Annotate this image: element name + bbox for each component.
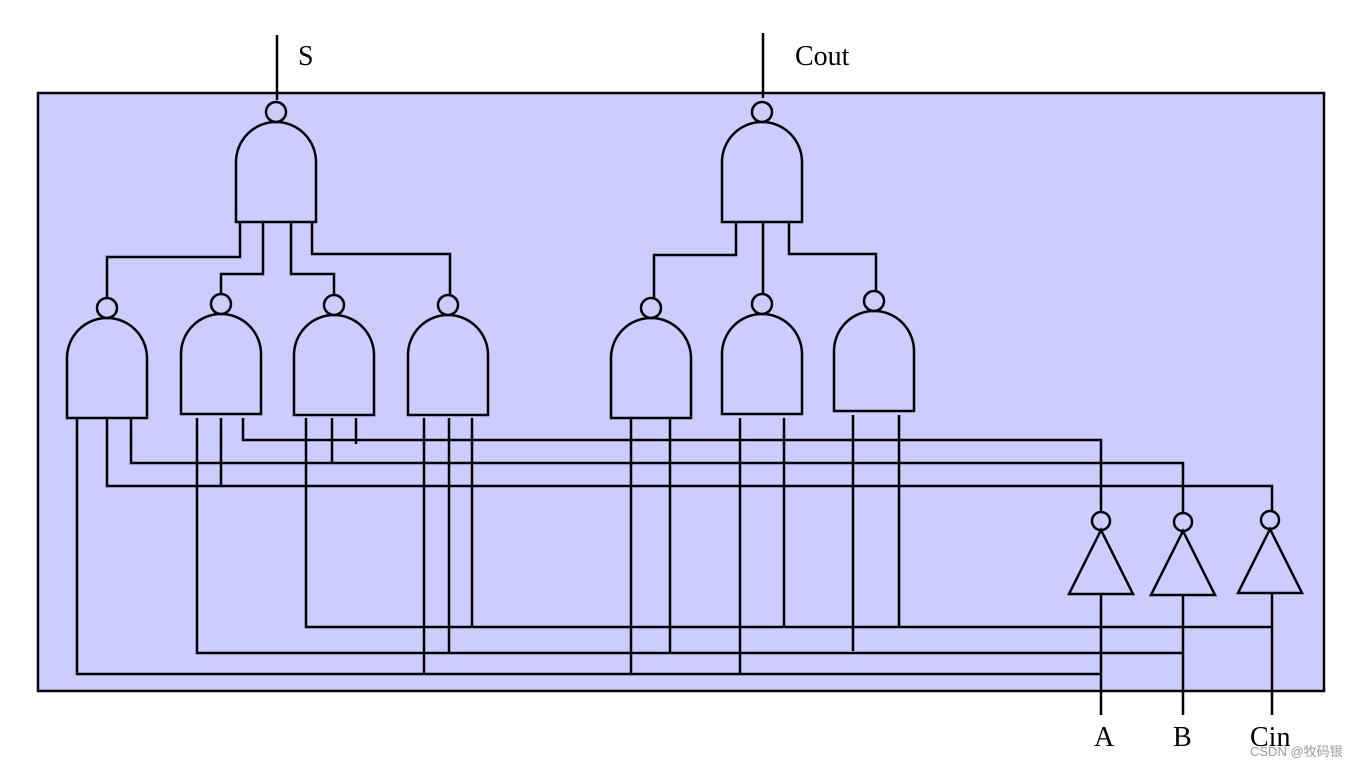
true-bus [75,418,1272,676]
label-s: S [298,41,314,72]
label-b: B [1173,722,1192,753]
sum-combine-wires [105,222,452,298]
inverted-bus [105,418,1274,513]
inverter-b [1148,511,1218,597]
inverter-cin [1235,509,1305,595]
label-a: A [1094,722,1115,753]
carry-combine-wires [652,222,878,298]
watermark: CSDN @牧码银 [1250,744,1343,759]
label-cout: Cout [795,41,850,72]
label-cin: Cin [1250,722,1290,753]
gate-input-drops [422,415,901,674]
